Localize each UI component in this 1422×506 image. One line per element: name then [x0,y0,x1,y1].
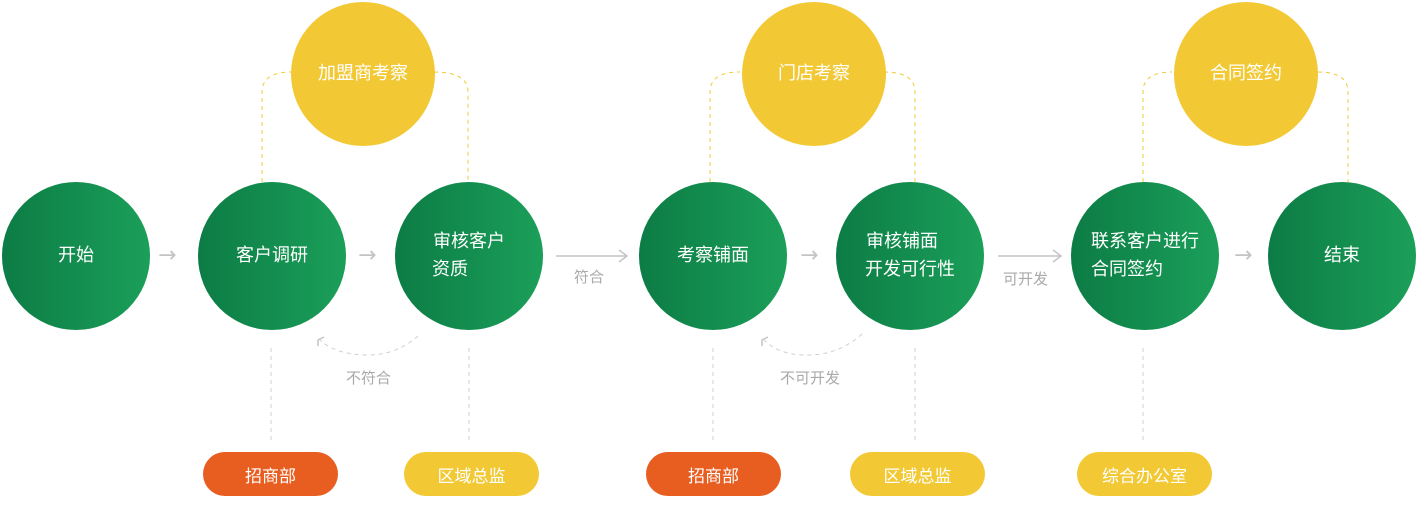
node-label-line1: 审核客户 [433,231,505,252]
return-arrowhead-1 [317,336,325,346]
node-label: 结束 [1324,245,1360,266]
edge-label-not-qualified: 不符合 [346,369,392,387]
return-arrowhead-2 [761,336,769,346]
node-label-line2: 开发可行性 [865,259,955,280]
dept-regional-2: 区域总监 [850,452,985,496]
link-franchisee-inspection-to-review [433,71,469,182]
return-curve-not-developable [763,333,863,356]
arrow-icon: → [800,243,819,268]
node-label-line1: 联系客户进行 [1091,231,1199,252]
edge-label-developable: 可开发 [1003,270,1049,288]
arrow-icon: → [158,243,177,268]
node-start: 开始 [2,182,150,330]
link-contract-signing-to-end [1317,71,1349,182]
node-franchisee-inspection: 加盟商考察 [291,2,435,146]
edge-label-not-developable: 不可开发 [780,369,841,387]
node-store-inspection: 门店考察 [742,2,886,146]
node-label-line2: 合同签约 [1091,259,1163,280]
node-review-store: 审核铺面 开发可行性 [836,182,984,330]
node-customer-research: 客户调研 [198,182,346,330]
edge-label-qualified: 符合 [574,268,605,286]
dept-investment-2: 招商部 [646,452,781,496]
dept-investment-1: 招商部 [203,452,338,496]
node-inspect-store: 考察铺面 [639,182,787,330]
node-label-line1: 审核铺面 [866,231,938,252]
arrow-head-developable [1052,249,1063,263]
link-inspect-store-to-store-inspection [709,71,741,182]
arrow-icon: → [1234,243,1253,268]
node-label: 加盟商考察 [318,63,408,84]
link-research-to-franchisee-inspection [261,71,293,182]
node-label-line2: 资质 [432,259,468,280]
link-store-inspection-to-review-store [883,71,916,182]
dept-regional-1: 区域总监 [404,452,539,496]
node-contract-signing: 合同签约 [1174,2,1318,146]
node-label: 合同签约 [1210,63,1282,84]
node-review-qualification: 审核客户 资质 [395,182,543,330]
arrow-head-qualified [618,249,629,263]
arrow-icon: → [358,243,377,268]
node-end: 结束 [1268,182,1416,330]
node-label: 开始 [58,245,94,266]
node-label: 客户调研 [236,245,308,266]
node-label: 门店考察 [778,63,850,84]
link-contact-to-contract-signing [1142,71,1173,182]
node-label: 考察铺面 [677,245,749,266]
return-curve-not-qualified [319,335,419,356]
node-contact-sign: 联系客户进行 合同签约 [1071,182,1219,330]
dept-office: 综合办公室 [1077,452,1212,496]
